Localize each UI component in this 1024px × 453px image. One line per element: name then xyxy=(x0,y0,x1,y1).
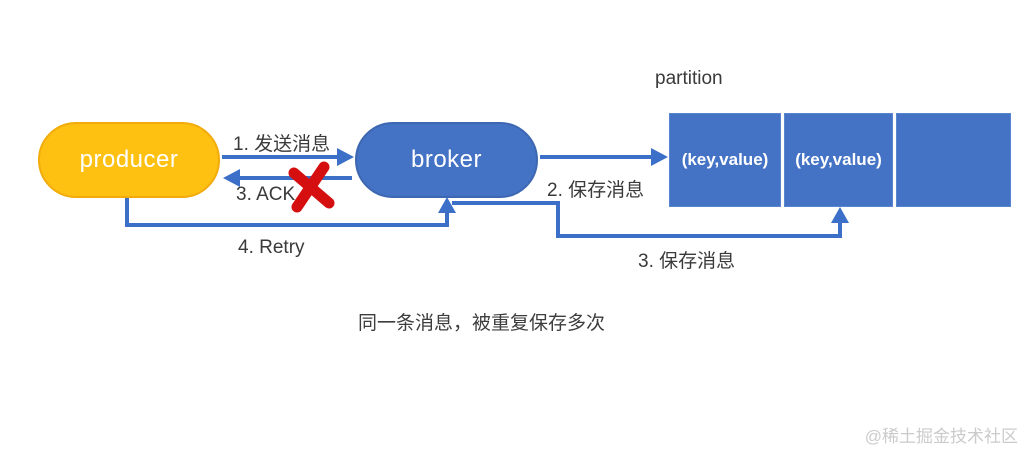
save-first-arrow-label: 2. 保存消息 xyxy=(547,180,645,201)
partition-cell-1: (key,value) xyxy=(669,113,781,207)
save-again-arrow xyxy=(452,201,849,238)
save-again-arrow-label: 3. 保存消息 xyxy=(638,251,736,272)
broker-label: broker xyxy=(410,146,483,173)
ack-arrow-label: 3. ACK xyxy=(236,184,296,205)
partition-title: partition xyxy=(655,68,723,89)
producer-node: producer xyxy=(38,122,220,198)
producer-label: producer xyxy=(79,146,179,173)
send-arrow-label: 1. 发送消息 xyxy=(233,134,331,155)
broker-node: broker xyxy=(355,122,538,198)
partition-cell-3 xyxy=(896,113,1011,207)
partition-cell-2-label: (key,value) xyxy=(795,150,882,169)
retry-arrow-label: 4. Retry xyxy=(238,237,305,258)
partition-cell-1-label: (key,value) xyxy=(681,150,769,169)
partition-cell-2: (key,value) xyxy=(784,113,893,207)
failed-cross-icon xyxy=(288,161,335,213)
watermark: @稀土掘金技术社区 xyxy=(864,427,1018,446)
save-first-arrow xyxy=(540,148,668,166)
diagram-caption: 同一条消息，被重复保存多次 xyxy=(358,313,606,334)
